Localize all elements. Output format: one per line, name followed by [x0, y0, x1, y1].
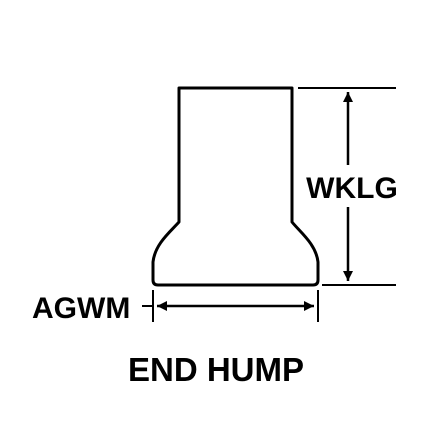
width-dimension-label: AGWM — [32, 292, 130, 325]
height-dimension-label: WKLG — [306, 172, 398, 205]
diagram-caption: END HUMP — [128, 351, 304, 388]
part-outline — [151, 86, 320, 287]
